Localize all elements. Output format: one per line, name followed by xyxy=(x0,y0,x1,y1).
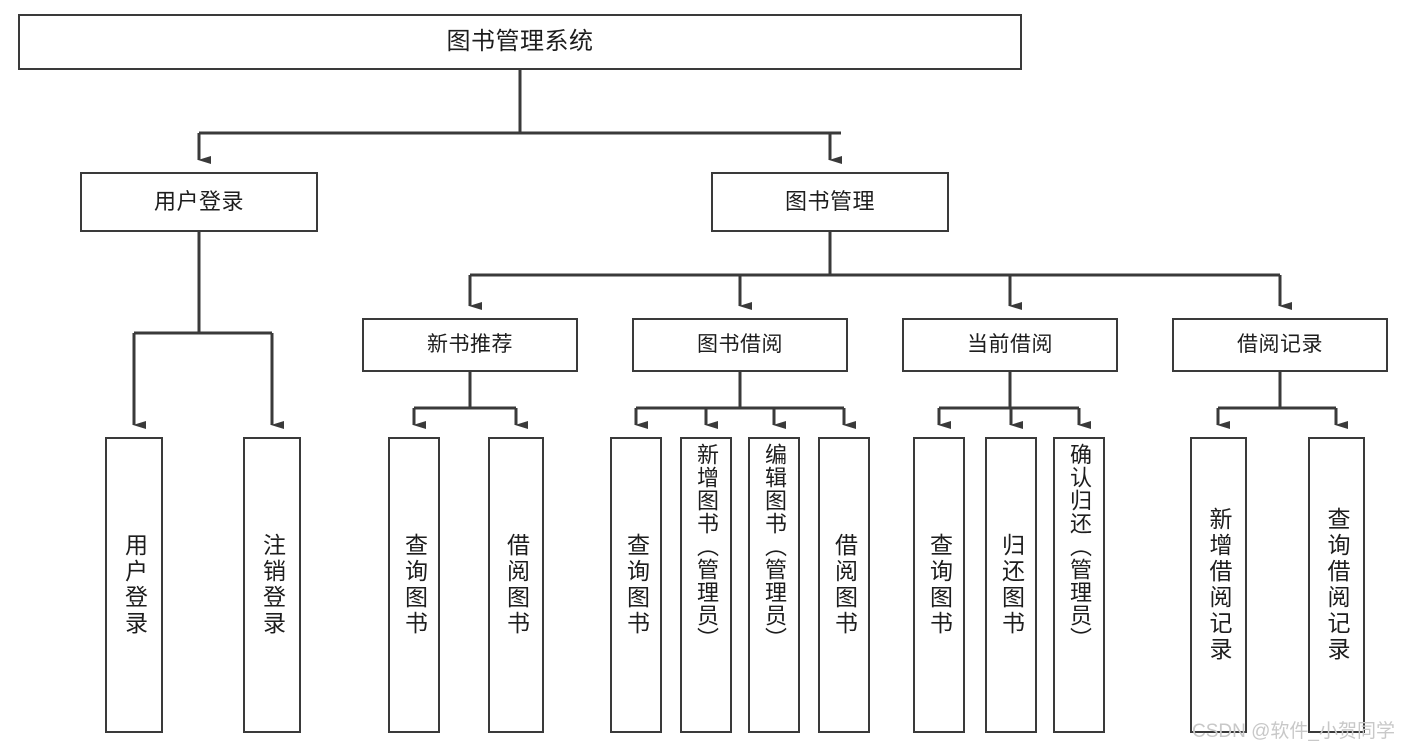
leaf-node-label: 查询图书 xyxy=(401,533,428,637)
leaf-node[interactable]: 查询图书 xyxy=(610,437,662,733)
leaf-node-label: 借阅图书 xyxy=(503,533,530,637)
node-current-borrow[interactable]: 当前借阅 xyxy=(902,318,1118,372)
leaf-node[interactable]: 归还图书 xyxy=(985,437,1037,733)
leaf-node[interactable]: 查询借阅记录 xyxy=(1308,437,1365,733)
leaf-node[interactable]: 借阅图书 xyxy=(818,437,870,733)
node-book-management-label: 图书管理 xyxy=(784,189,875,215)
leaf-node-label: 借阅图书 xyxy=(831,533,858,637)
node-current-borrow-label: 当前借阅 xyxy=(967,332,1053,356)
node-book-management[interactable]: 图书管理 xyxy=(711,172,949,232)
leaf-node[interactable]: 编辑图书（管理员） xyxy=(748,437,800,733)
leaf-node[interactable]: 新增借阅记录 xyxy=(1190,437,1247,733)
leaf-node-label: 编辑图书（管理员） xyxy=(762,443,787,650)
csdn-watermark: CSDN @软件_小贺同学 xyxy=(1192,721,1395,742)
leaf-node[interactable]: 查询图书 xyxy=(913,437,965,733)
node-new-book-recommend-label: 新书推荐 xyxy=(427,332,513,356)
leaf-node[interactable]: 确认归还（管理员） xyxy=(1053,437,1105,733)
node-borrow-records-label: 借阅记录 xyxy=(1237,332,1323,356)
node-root[interactable]: 图书管理系统 xyxy=(18,14,1022,70)
leaf-node-label: 归还图书 xyxy=(998,533,1025,637)
node-user-login[interactable]: 用户登录 xyxy=(80,172,318,232)
node-book-borrow-label: 图书借阅 xyxy=(697,332,783,356)
leaf-node-label: 查询图书 xyxy=(926,533,953,637)
leaf-node[interactable]: 注销登录 xyxy=(243,437,301,733)
node-user-login-label: 用户登录 xyxy=(153,189,244,215)
leaf-node-label: 查询借阅记录 xyxy=(1324,507,1350,663)
leaf-node[interactable]: 借阅图书 xyxy=(488,437,544,733)
node-borrow-records[interactable]: 借阅记录 xyxy=(1172,318,1388,372)
leaf-node[interactable]: 新增图书（管理员） xyxy=(680,437,732,733)
leaf-node[interactable]: 用户登录 xyxy=(105,437,163,733)
leaf-node-label: 确认归还（管理员） xyxy=(1067,443,1092,650)
leaf-node-label: 新增图书（管理员） xyxy=(694,443,719,650)
leaf-node-label: 用户登录 xyxy=(121,533,148,637)
leaf-node-label: 查询图书 xyxy=(623,533,650,637)
node-new-book-recommend[interactable]: 新书推荐 xyxy=(362,318,578,372)
node-root-label: 图书管理系统 xyxy=(446,27,594,55)
leaf-node-label: 新增借阅记录 xyxy=(1206,507,1232,663)
leaf-node[interactable]: 查询图书 xyxy=(388,437,440,733)
leaf-node-label: 注销登录 xyxy=(259,533,286,637)
node-book-borrow[interactable]: 图书借阅 xyxy=(632,318,848,372)
